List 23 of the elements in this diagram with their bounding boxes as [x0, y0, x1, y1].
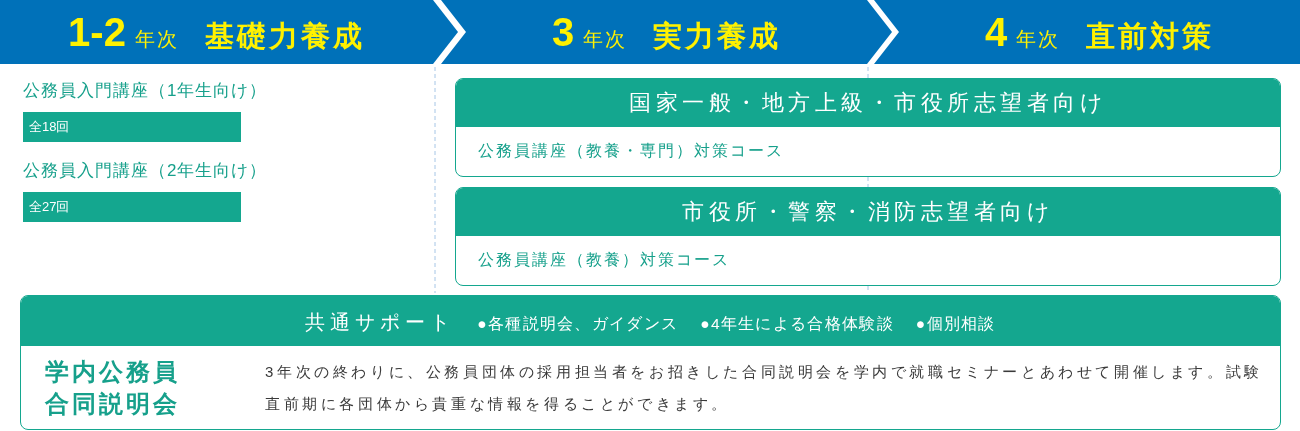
support-item: ●各種説明会、ガイダンス [477, 314, 679, 334]
session-count-bar: 全27回 [23, 192, 241, 222]
course-card [455, 78, 1281, 177]
stage-title: 実力養成 [653, 18, 782, 54]
support-item: ●個別相談 [915, 314, 996, 334]
course-title: 公務員入門講座（1年生向け） [23, 80, 268, 102]
event-description: 3年次の終わりに、公務員団体の採用担当者をお招きした合同説明会を学内で就職セミナーとあわせて開催します。試験直前期に各団体から貴重な情報を得ることができます。 [265, 361, 1264, 414]
stage-banner [0, 0, 458, 64]
course-card [455, 187, 1281, 286]
support-item: ●4年生による合格体験談 [700, 314, 894, 334]
support-card [20, 295, 1281, 430]
stage-banner [441, 0, 892, 64]
event-title: 学内公務員合同説明会 [45, 356, 181, 419]
stage-title: 直前対策 [1086, 18, 1215, 54]
stage-title: 基礎力養成 [204, 18, 365, 54]
course-name: 公務員講座（教養）対策コース [478, 250, 730, 270]
course-name: 公務員講座（教養・専門）対策コース [478, 141, 784, 161]
card-header: 市役所・警察・消防志望者向け [456, 188, 1280, 236]
support-title: 共通サポート [305, 310, 456, 335]
card-header: 国家一般・地方上級・市役所志望者向け [456, 79, 1280, 127]
session-count-bar: 全18回 [23, 112, 241, 142]
course-title: 公務員入門講座（2年生向け） [23, 160, 268, 182]
stage-banner [874, 0, 1300, 64]
